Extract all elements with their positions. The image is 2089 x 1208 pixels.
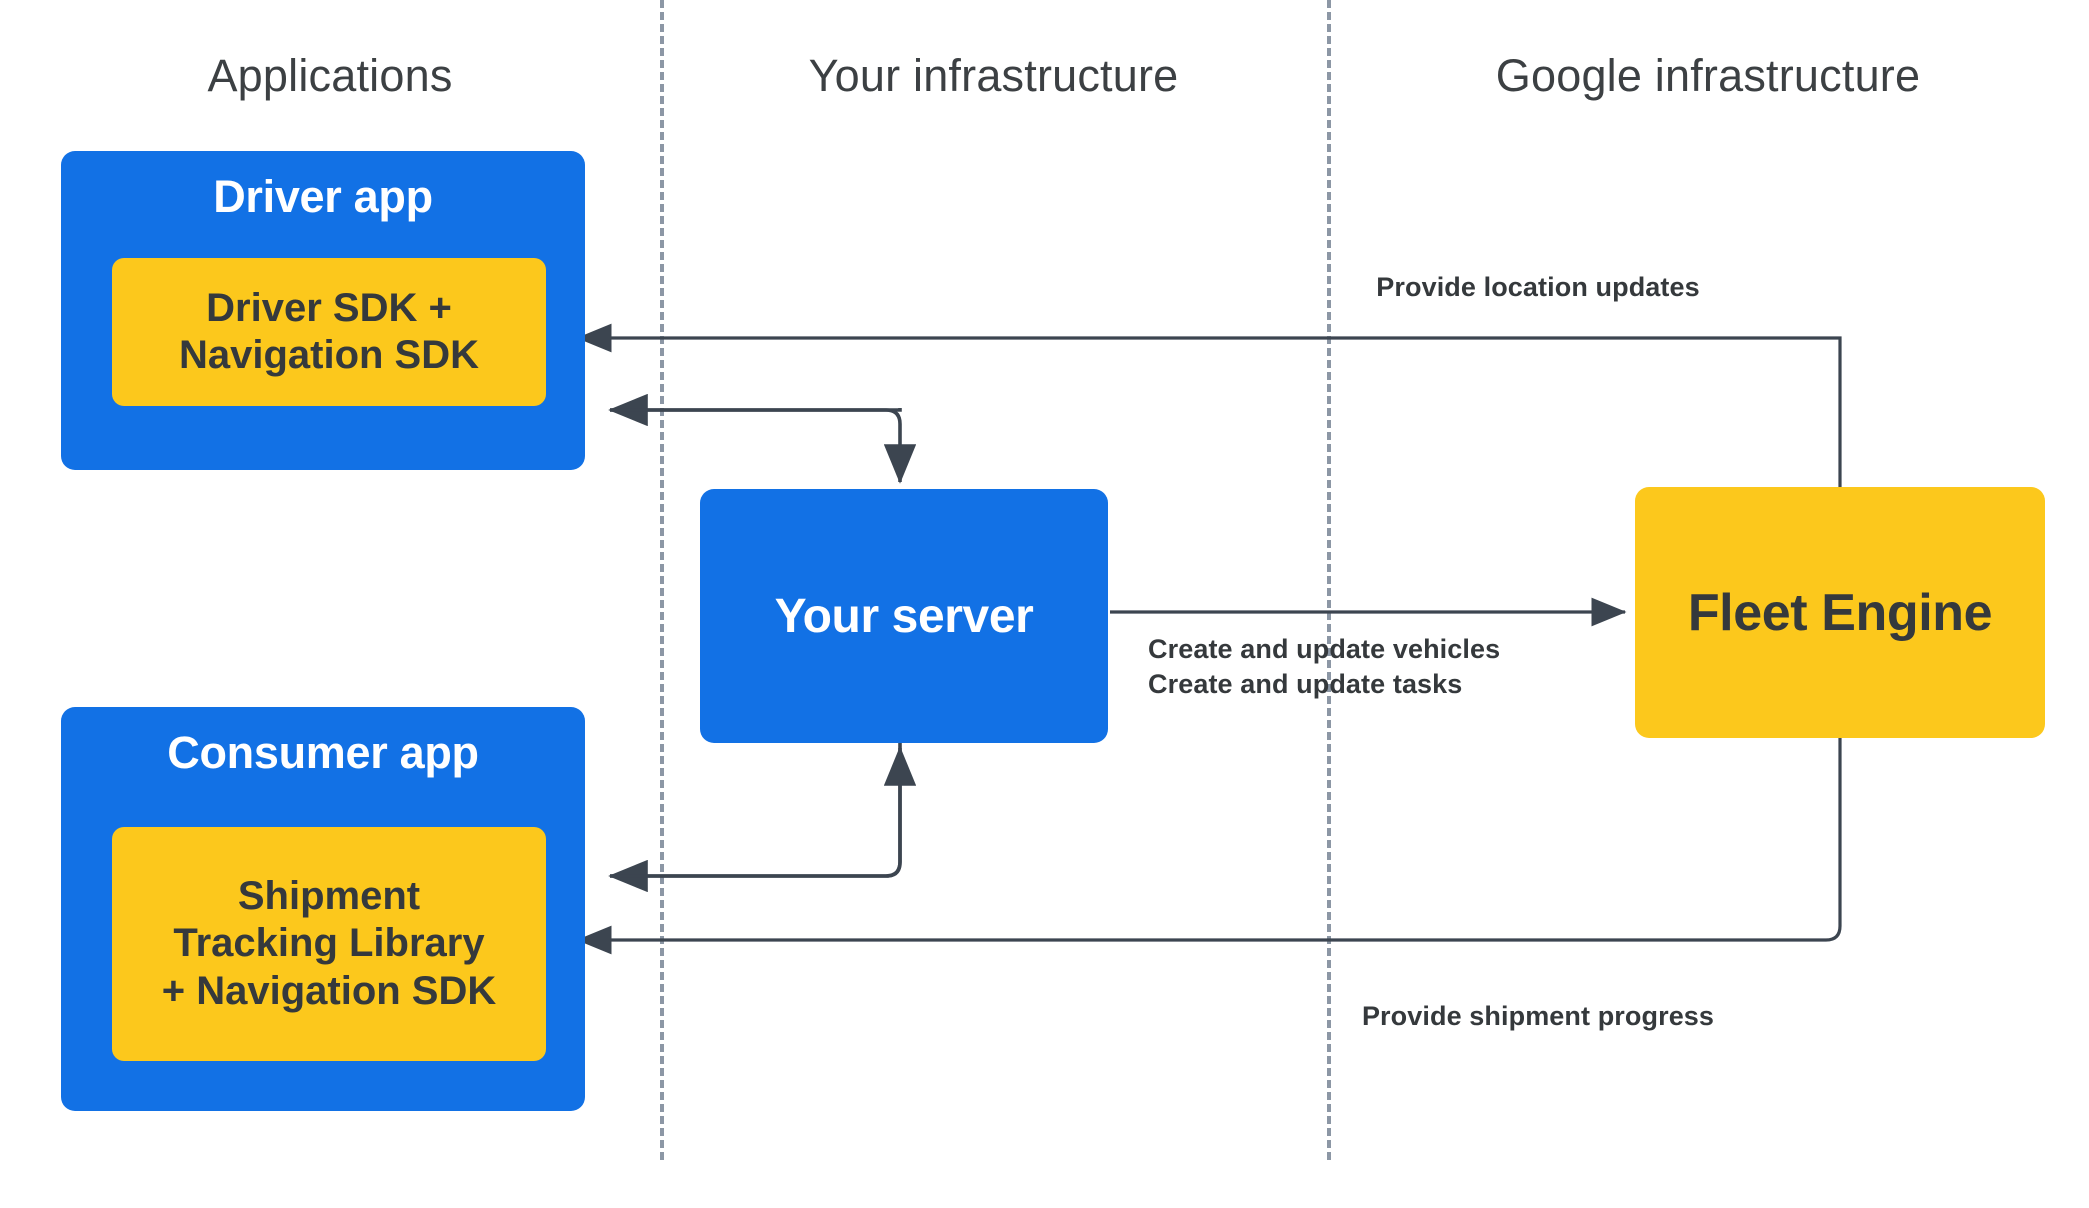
edge-label-create-update: Create and update vehicles Create and up… (1148, 632, 1500, 701)
driver-sdk-line2: Navigation SDK (178, 333, 480, 377)
node-shipment-tracking-library[interactable]: Shipment Tracking Library + Navigation S… (112, 827, 546, 1061)
swimlane-divider-left (660, 0, 664, 1160)
edge-server-to-driver-app (608, 393, 902, 427)
edge-driver-app-to-server (610, 408, 917, 484)
node-fleet-engine[interactable]: Fleet Engine (1635, 487, 2045, 738)
shipment-line1: Shipment (237, 874, 421, 919)
edge-consumer-to-server (610, 746, 917, 878)
shipment-tracking-label: Shipment Tracking Library + Navigation S… (156, 873, 503, 1015)
edge-consumer-to-server-arrowleft (608, 742, 902, 893)
node-driver-app[interactable]: Driver app Driver SDK + Navigation SDK (61, 151, 585, 470)
driver-app-title: Driver app (213, 171, 433, 222)
edge-label-create-update-tasks: Create and update tasks (1148, 668, 1463, 699)
shipment-line3: + Navigation SDK (161, 968, 497, 1013)
consumer-app-title: Consumer app (167, 727, 479, 778)
node-your-server[interactable]: Your server (700, 489, 1108, 743)
node-consumer-app[interactable]: Consumer app Shipment Tracking Library +… (61, 707, 585, 1111)
edge-label-provide-shipment-progress: Provide shipment progress (1361, 1001, 1715, 1031)
edge-fleet-to-consumer (576, 738, 1842, 955)
column-header-google-infrastructure: Google infrastructure (1495, 50, 1921, 101)
your-server-label: Your server (774, 589, 1034, 643)
edge-label-create-update-vehicles: Create and update vehicles (1148, 634, 1501, 664)
node-driver-sdk[interactable]: Driver SDK + Navigation SDK (112, 258, 546, 406)
swimlane-divider-right (1327, 0, 1331, 1160)
column-header-your-infrastructure: Your infrastructure (808, 50, 1179, 101)
driver-sdk-line1: Driver SDK + (206, 285, 452, 330)
edge-fleet-to-driver-sdk (576, 323, 1842, 487)
column-header-applications: Applications (207, 50, 453, 101)
fleet-engine-label: Fleet Engine (1687, 583, 1993, 642)
driver-sdk-label: Driver SDK + Navigation SDK (173, 285, 485, 379)
shipment-line2: Tracking Library (173, 921, 485, 966)
edge-label-provide-location-updates: Provide location updates (1376, 272, 1700, 302)
